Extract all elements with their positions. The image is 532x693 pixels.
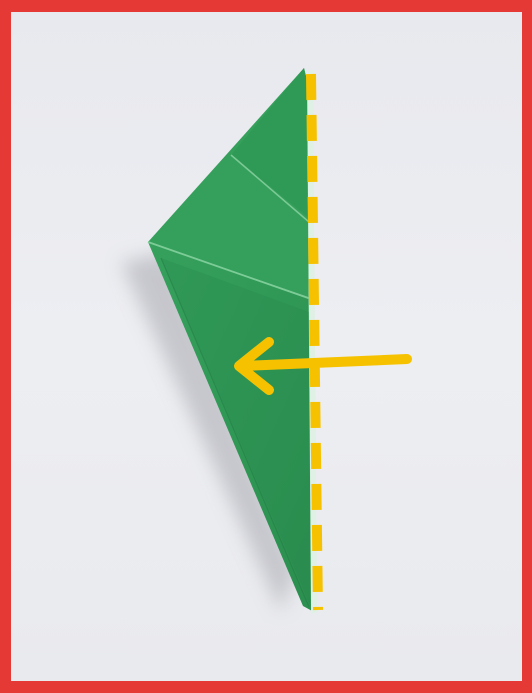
origami-scene [11,12,522,681]
origami-photo [11,12,522,681]
